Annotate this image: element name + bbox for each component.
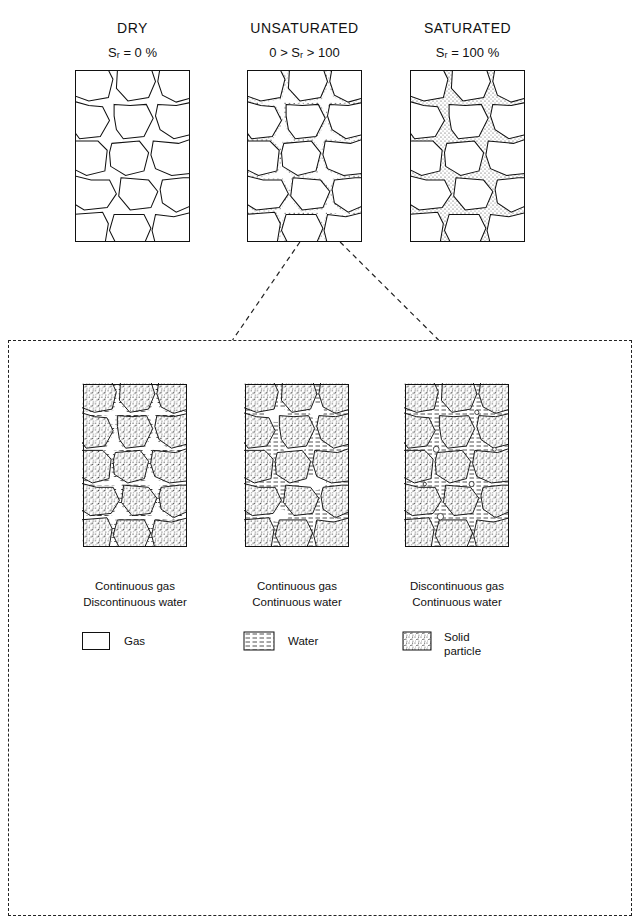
solid-swatch <box>403 632 431 650</box>
detail-panel: Discontinuous gas Continuous water <box>405 384 509 547</box>
panel-heading: SATURATED Sᵣ = 100 % <box>341 20 594 61</box>
zoom-line <box>233 242 300 340</box>
zoom-box: Continuous gas Discontinuous waterContin… <box>8 340 632 916</box>
detail-panel: Continuous gas Continuous water <box>245 384 349 547</box>
saturated-panel: SATURATEDSᵣ = 100 % <box>410 70 525 242</box>
solid-particles <box>242 381 350 548</box>
legend-swatch <box>82 632 110 650</box>
grain-outlines <box>408 68 528 245</box>
water-films <box>245 68 365 245</box>
panel-heading: UNSATURATED 0 > Sᵣ > 100 <box>178 20 431 61</box>
grain-outlines <box>73 68 193 245</box>
state-heading: DRY <box>6 20 259 36</box>
unsaturated-panel: UNSATURATED0 > Sᵣ > 100 <box>247 70 362 242</box>
phase-caption: Discontinuous gas Continuous water <box>396 578 518 610</box>
water-swatch <box>244 632 274 650</box>
saturation-value: 0 > Sᵣ > 100 <box>178 45 431 61</box>
phase-caption: Continuous gas Continuous water <box>236 578 358 610</box>
state-heading: UNSATURATED <box>178 20 431 36</box>
detail-panel: Continuous gas Discontinuous water <box>83 384 187 547</box>
saturation-value: Sᵣ = 0 % <box>6 45 259 61</box>
legend-label: Gas <box>124 634 184 648</box>
solid-particles <box>80 381 188 548</box>
phase-caption: Continuous gas Discontinuous water <box>74 578 196 610</box>
legend-label: Water <box>288 634 358 648</box>
state-heading: SATURATED <box>341 20 594 36</box>
panel-caption: Continuous gas Discontinuous water <box>74 578 196 610</box>
water-films <box>80 381 188 548</box>
panel-caption: Discontinuous gas Continuous water <box>396 578 518 610</box>
legend-label: Solid particle <box>444 630 496 658</box>
saturation-value: Sᵣ = 100 % <box>341 45 594 61</box>
solid-particles <box>402 381 510 548</box>
panel-caption: Continuous gas Continuous water <box>236 578 358 610</box>
grain-outlines <box>245 68 365 245</box>
dry-panel: DRYSᵣ = 0 % <box>75 70 190 242</box>
gas-bubbles <box>423 410 496 520</box>
panel-heading: DRY Sᵣ = 0 % <box>6 20 259 61</box>
zoom-line <box>340 242 439 340</box>
